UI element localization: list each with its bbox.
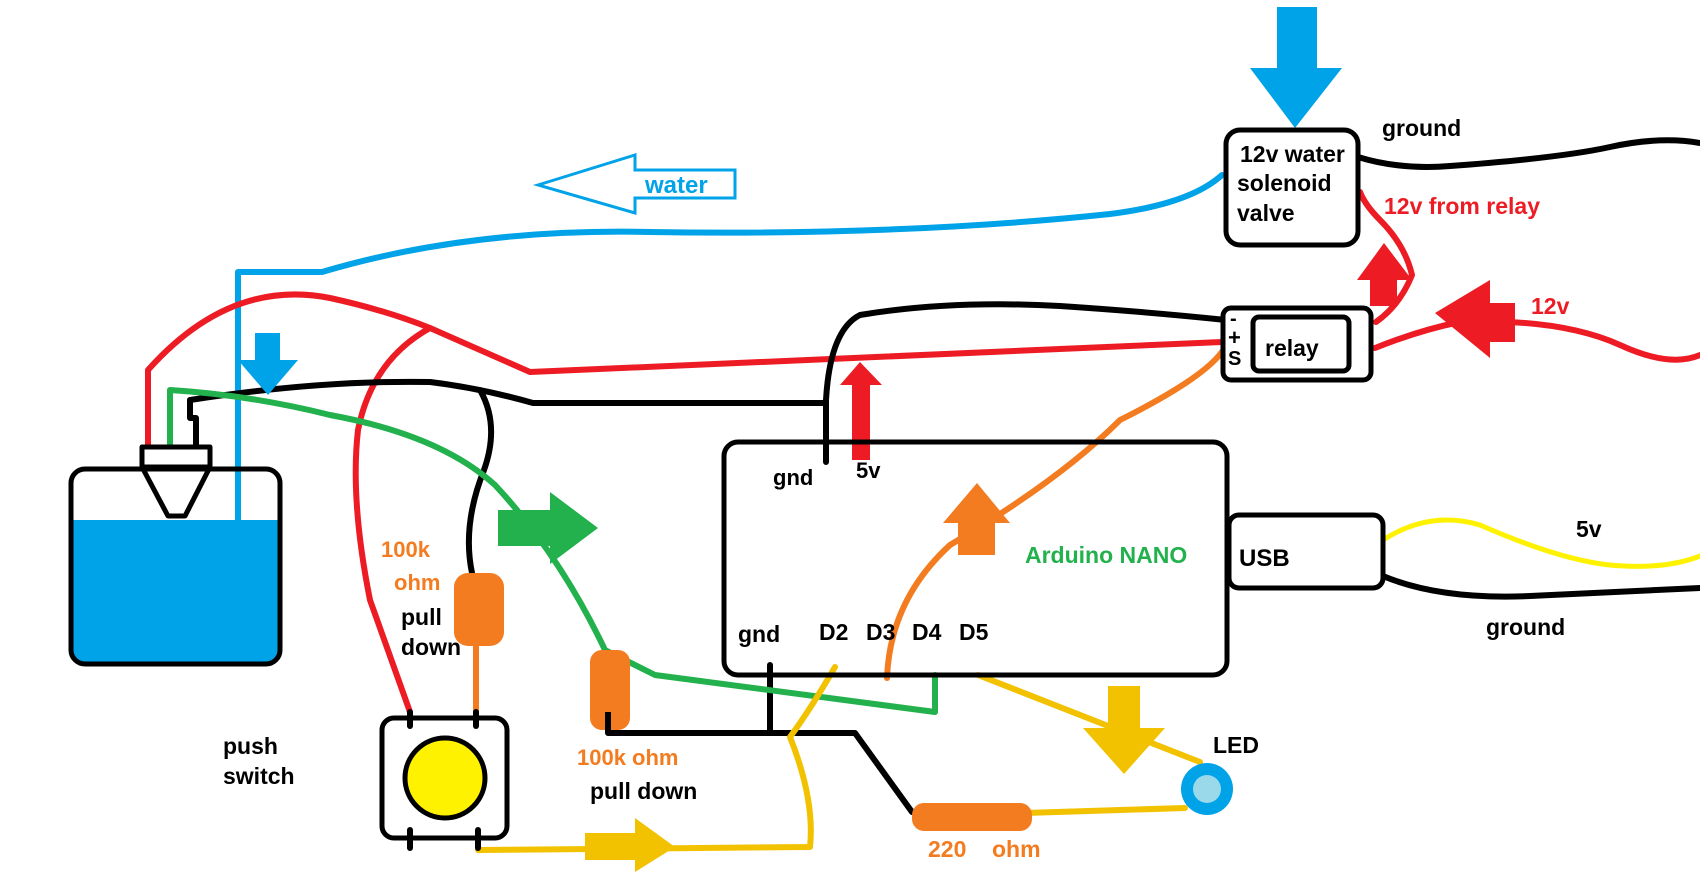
yellow-wire-usb-5v bbox=[1380, 517, 1700, 569]
gnd-top-label: gnd bbox=[773, 465, 813, 490]
push-switch-line1: push bbox=[223, 733, 278, 759]
relay-pin-minus: - bbox=[1230, 308, 1237, 330]
resistor-100k-switch bbox=[454, 573, 504, 646]
water-inlet-arrow bbox=[1250, 7, 1342, 128]
resistor2-value: 100k ohm bbox=[577, 745, 679, 770]
resistor-220-ohm bbox=[912, 803, 1032, 831]
ground-label-bottom: ground bbox=[1486, 614, 1565, 640]
yellow-d5-arrow bbox=[1083, 686, 1165, 774]
yellow-wire-resistor-led bbox=[1022, 805, 1188, 816]
5v-top-label: 5v bbox=[856, 458, 881, 483]
relay-label: relay bbox=[1265, 335, 1319, 361]
push-switch-line2: switch bbox=[223, 763, 295, 789]
pump bbox=[139, 444, 213, 519]
arduino-label: Arduino NANO bbox=[1025, 542, 1187, 568]
black-wire-gnd-relay bbox=[823, 301, 1229, 465]
led-label: LED bbox=[1213, 732, 1259, 758]
solenoid-valve-box bbox=[1223, 127, 1361, 248]
pull-down1-line2: down bbox=[401, 634, 461, 660]
water-pipe bbox=[235, 172, 1225, 518]
water-tank bbox=[68, 466, 283, 667]
tank-inlet-arrow bbox=[238, 333, 298, 395]
pin-d2-label: D2 bbox=[819, 619, 848, 645]
black-wire-gnd-switch bbox=[187, 378, 829, 450]
resistor-100k-sensor bbox=[590, 650, 630, 730]
supply-12v-label: 12v bbox=[1531, 293, 1570, 319]
red-relay-output-arrow bbox=[1357, 243, 1412, 306]
pin-d4-label: D4 bbox=[912, 619, 942, 645]
yellow-wire-switch-d2 bbox=[475, 664, 838, 853]
solenoid-label-line3: valve bbox=[1237, 200, 1295, 226]
solenoid-label-line2: solenoid bbox=[1237, 170, 1332, 196]
ground-label-top: ground bbox=[1382, 115, 1461, 141]
black-wire-switch-drop bbox=[465, 387, 495, 576]
orange-wire-d3-relay bbox=[884, 344, 1228, 681]
pull-down2-label: pull down bbox=[590, 778, 697, 804]
resistor3-value: 220 bbox=[928, 836, 966, 862]
water-label: water bbox=[644, 172, 708, 199]
relay-pin-plus: + bbox=[1228, 325, 1241, 350]
resistor1-value-line1: 100k bbox=[381, 537, 431, 562]
pin-d5-label: D5 bbox=[959, 619, 989, 645]
relay-inner-box bbox=[1250, 314, 1352, 374]
yellow-wire-d5-led bbox=[975, 672, 1203, 765]
red-5v-arrow bbox=[840, 362, 882, 460]
gnd-bottom-label: gnd bbox=[738, 621, 780, 647]
usb-port bbox=[1226, 512, 1386, 591]
black-wire-ground-top bbox=[1355, 137, 1700, 170]
from-relay-label: 12v from relay bbox=[1384, 193, 1540, 219]
usb-label: USB bbox=[1239, 545, 1290, 572]
green-signal-arrow bbox=[498, 492, 598, 564]
relay-pin-s: S bbox=[1228, 348, 1241, 370]
black-wire-usb-ground bbox=[1380, 573, 1700, 600]
led bbox=[1181, 763, 1233, 815]
supply-5v-label: 5v bbox=[1576, 516, 1602, 542]
resistor1-value-line2: ohm bbox=[394, 570, 440, 595]
water-direction-arrow bbox=[532, 152, 737, 215]
pull-down1-line1: pull bbox=[401, 604, 442, 630]
yellow-switch-arrow bbox=[585, 818, 675, 872]
push-switch bbox=[379, 709, 510, 851]
pin-d3-label: D3 bbox=[866, 619, 895, 645]
red-wire-5v-relay bbox=[427, 325, 1225, 375]
red-wire-12v-supply bbox=[1372, 318, 1700, 363]
red-wire-relay-solenoid bbox=[1357, 189, 1415, 325]
resistor3-unit: ohm bbox=[992, 836, 1041, 862]
green-wire-sensor bbox=[167, 387, 938, 715]
orange-d3-arrow bbox=[943, 483, 1010, 555]
red-12v-input-arrow bbox=[1435, 280, 1515, 358]
solenoid-label-line1: 12v water bbox=[1240, 141, 1345, 167]
